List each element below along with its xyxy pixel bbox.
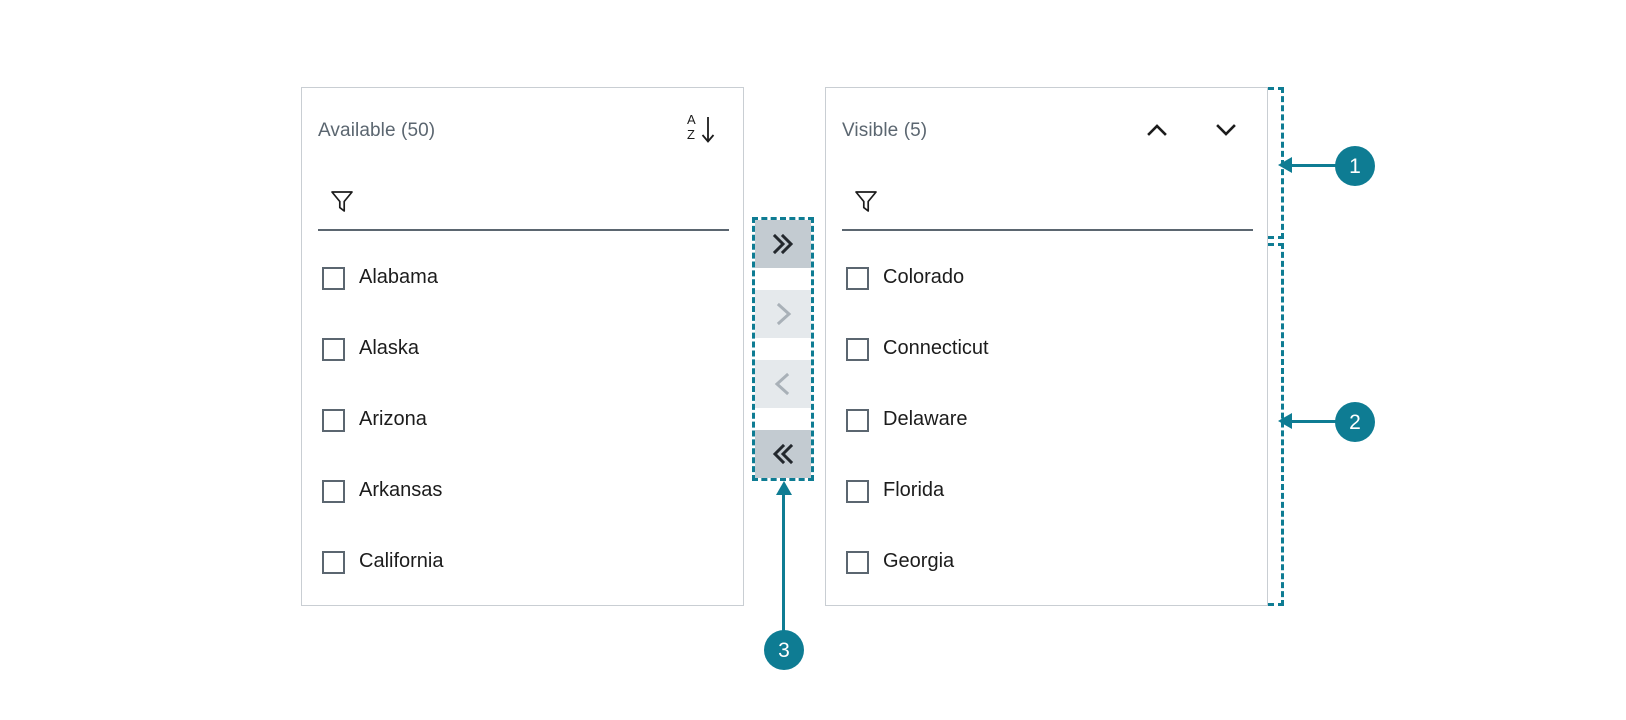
double-chevron-right-icon	[772, 233, 794, 255]
list-item[interactable]: Arkansas	[302, 456, 743, 527]
sort-arrow-down-icon	[701, 117, 715, 143]
list-item[interactable]: Colorado	[826, 243, 1267, 314]
available-list[interactable]: Alabama Alaska Arizona Arkansas Californ…	[302, 243, 743, 598]
checkbox-unchecked-icon[interactable]	[846, 338, 869, 361]
list-item-label: Arizona	[359, 408, 427, 430]
annotation-arrowhead-2	[1278, 413, 1292, 429]
checkbox-unchecked-icon[interactable]	[846, 480, 869, 503]
checkbox-unchecked-icon[interactable]	[846, 267, 869, 290]
visible-list[interactable]: Colorado Connecticut Delaware Florida Ge…	[826, 243, 1267, 598]
checkbox-unchecked-icon[interactable]	[322, 480, 345, 503]
visible-panel-header: Visible (5)	[826, 88, 1267, 180]
checkbox-unchecked-icon[interactable]	[322, 338, 345, 361]
chevron-down-icon	[1216, 124, 1236, 136]
annotation-region-1	[1268, 87, 1284, 239]
sort-letter-a: A	[687, 112, 696, 127]
annotation-arrowhead-1	[1278, 157, 1292, 173]
available-filter-input[interactable]	[318, 180, 729, 231]
checkbox-unchecked-icon[interactable]	[322, 267, 345, 290]
list-item[interactable]: Delaware	[826, 385, 1267, 456]
list-item-label: Delaware	[883, 408, 968, 430]
chevron-up-icon	[1147, 124, 1167, 136]
list-item[interactable]: California	[302, 527, 743, 598]
annotation-arrowhead-3	[776, 481, 792, 495]
list-item-label: Alaska	[359, 337, 420, 359]
available-filter-row	[318, 180, 729, 238]
chevron-right-icon	[776, 302, 792, 326]
sort-alpha-descending-icon[interactable]: A Z	[683, 112, 723, 150]
move-all-left-button[interactable]	[755, 430, 811, 478]
list-item-label: Arkansas	[359, 479, 443, 501]
annotation-badge-2: 2	[1335, 402, 1375, 442]
annotation-region-2	[1268, 243, 1284, 606]
annotation-leader-line-2	[1292, 420, 1340, 423]
list-item-label: California	[359, 550, 444, 572]
move-right-button[interactable]	[755, 290, 811, 338]
available-panel-header: Available (50) A Z	[302, 88, 743, 180]
annotation-badge-3: 3	[764, 630, 804, 670]
move-down-button[interactable]	[1206, 112, 1246, 148]
list-item-label: Connecticut	[883, 337, 989, 359]
list-item-label: Florida	[883, 479, 945, 501]
visible-panel-title: Visible (5)	[842, 120, 928, 141]
move-all-right-button[interactable]	[755, 220, 811, 268]
list-item-label: Colorado	[883, 266, 965, 288]
list-item-label: Alabama	[359, 266, 438, 288]
checkbox-unchecked-icon[interactable]	[846, 409, 869, 432]
visible-filter-input[interactable]	[842, 180, 1253, 231]
checkbox-unchecked-icon[interactable]	[322, 551, 345, 574]
list-item[interactable]: Georgia	[826, 527, 1267, 598]
visible-panel: Visible (5)	[825, 87, 1268, 606]
annotation-leader-line-1	[1292, 164, 1340, 167]
double-chevron-left-icon	[772, 443, 794, 465]
checkbox-unchecked-icon[interactable]	[322, 409, 345, 432]
list-item-label: Georgia	[883, 550, 955, 572]
transfer-button-column	[755, 220, 811, 478]
chevron-left-icon	[774, 372, 790, 396]
annotation-leader-line-3	[782, 487, 785, 635]
move-left-button[interactable]	[755, 360, 811, 408]
available-panel-title: Available (50)	[318, 120, 436, 141]
list-item[interactable]: Florida	[826, 456, 1267, 527]
checkbox-unchecked-icon[interactable]	[846, 551, 869, 574]
annotation-badge-1: 1	[1335, 146, 1375, 186]
sort-az-letters: A Z	[687, 112, 696, 142]
list-item[interactable]: Alabama	[302, 243, 743, 314]
sort-letter-z: Z	[687, 127, 695, 142]
list-item[interactable]: Connecticut	[826, 314, 1267, 385]
list-item[interactable]: Alaska	[302, 314, 743, 385]
visible-filter-row	[842, 180, 1253, 238]
move-up-button[interactable]	[1137, 112, 1177, 148]
available-panel: Available (50) A Z	[301, 87, 744, 606]
list-item[interactable]: Arizona	[302, 385, 743, 456]
